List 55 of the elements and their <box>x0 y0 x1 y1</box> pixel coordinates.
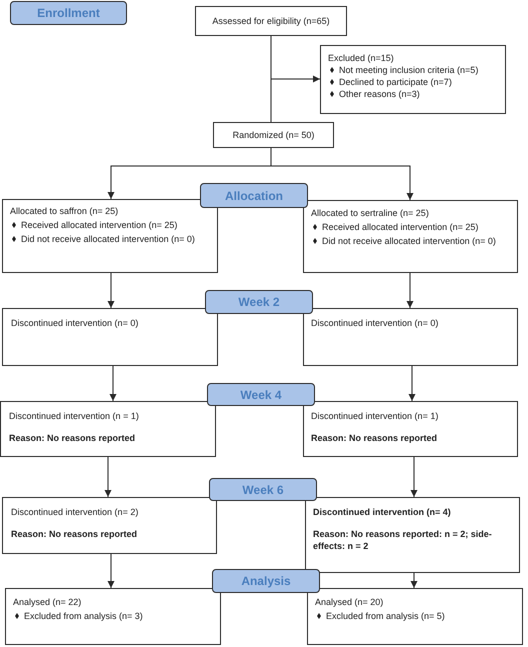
stage-text: Analysed (n= 20) <box>315 596 384 608</box>
bullet-text: Received allocated intervention (n= 25) <box>21 219 178 231</box>
reason-text: Reason: No reasons reported <box>9 432 136 444</box>
stage-text: Discontinued intervention (n= 1) <box>311 410 440 422</box>
arrow <box>410 572 418 588</box>
arrow <box>270 148 414 200</box>
process-box <box>195 6 347 36</box>
phase-label: Week 2 <box>205 290 313 314</box>
bullet-text: Did not receive allocated intervention (n= 0) <box>322 235 496 247</box>
process-box <box>305 497 520 573</box>
phase-label: Week 6 <box>209 478 317 501</box>
process-box <box>2 199 218 273</box>
stage-text: Allocated to sertraline (n= 25) <box>311 207 430 219</box>
stage-text: Discontinued intervention (n= 2) <box>11 506 140 518</box>
arrow <box>108 272 114 308</box>
reason-text: Reason: No reasons reported: n = 2; side-effects: n = 2 <box>313 528 493 552</box>
bullet-text: Other reasons (n=3) <box>339 88 420 100</box>
process-box <box>2 497 217 554</box>
stage-text: Analysed (n= 22) <box>13 596 82 608</box>
arrow <box>408 366 416 402</box>
stage-text: Discontinued intervention (n= 0) <box>11 317 140 329</box>
arrow <box>110 366 116 402</box>
bullet-text: Received allocated intervention (n= 25) <box>322 221 478 233</box>
arrow <box>108 554 114 588</box>
arrow <box>406 272 414 308</box>
process-box <box>303 308 518 366</box>
stage-text: Discontinued intervention (n= 0) <box>311 317 440 329</box>
process-box <box>2 308 218 366</box>
stage-text: Assessed for eligibility (n=65) <box>212 15 330 27</box>
bullet-text: Excluded from analysis (n= 3) <box>24 610 143 622</box>
bullet-text: Not meeting inclusion criteria (n=5) <box>339 64 478 76</box>
phase-label: Enrollment <box>10 1 127 25</box>
stage-text: Discontinued intervention (n = 1) <box>9 410 140 422</box>
reason-text: Reason: No reasons reported <box>311 432 438 444</box>
phase-label: Week 4 <box>207 383 315 406</box>
arrow <box>410 456 418 498</box>
stage-text: Randomized (n= 50) <box>232 129 314 141</box>
process-box <box>5 588 221 645</box>
connector-line <box>270 36 272 122</box>
phase-label: Allocation <box>200 183 308 208</box>
bullet-text: Did not receive allocated intervention (n= 0) <box>21 233 195 245</box>
process-box <box>320 45 506 114</box>
phase-label: Analysis <box>212 569 320 593</box>
arrow <box>104 456 112 498</box>
process-box <box>0 401 216 457</box>
process-box <box>303 200 518 273</box>
process-box <box>303 401 518 457</box>
reason-text: Reason: No reasons reported <box>11 528 138 540</box>
reason-text: Discontinued intervention (n= 4) <box>313 506 452 518</box>
bullet-text: Declined to participate (n=7) <box>339 76 452 88</box>
process-box <box>307 588 523 645</box>
stage-text: Excluded (n=15) <box>328 52 395 64</box>
bullet-text: Excluded from analysis (n= 5) <box>326 610 445 622</box>
stage-text: Allocated to saffron (n= 25) <box>10 205 120 217</box>
process-box <box>213 122 334 148</box>
